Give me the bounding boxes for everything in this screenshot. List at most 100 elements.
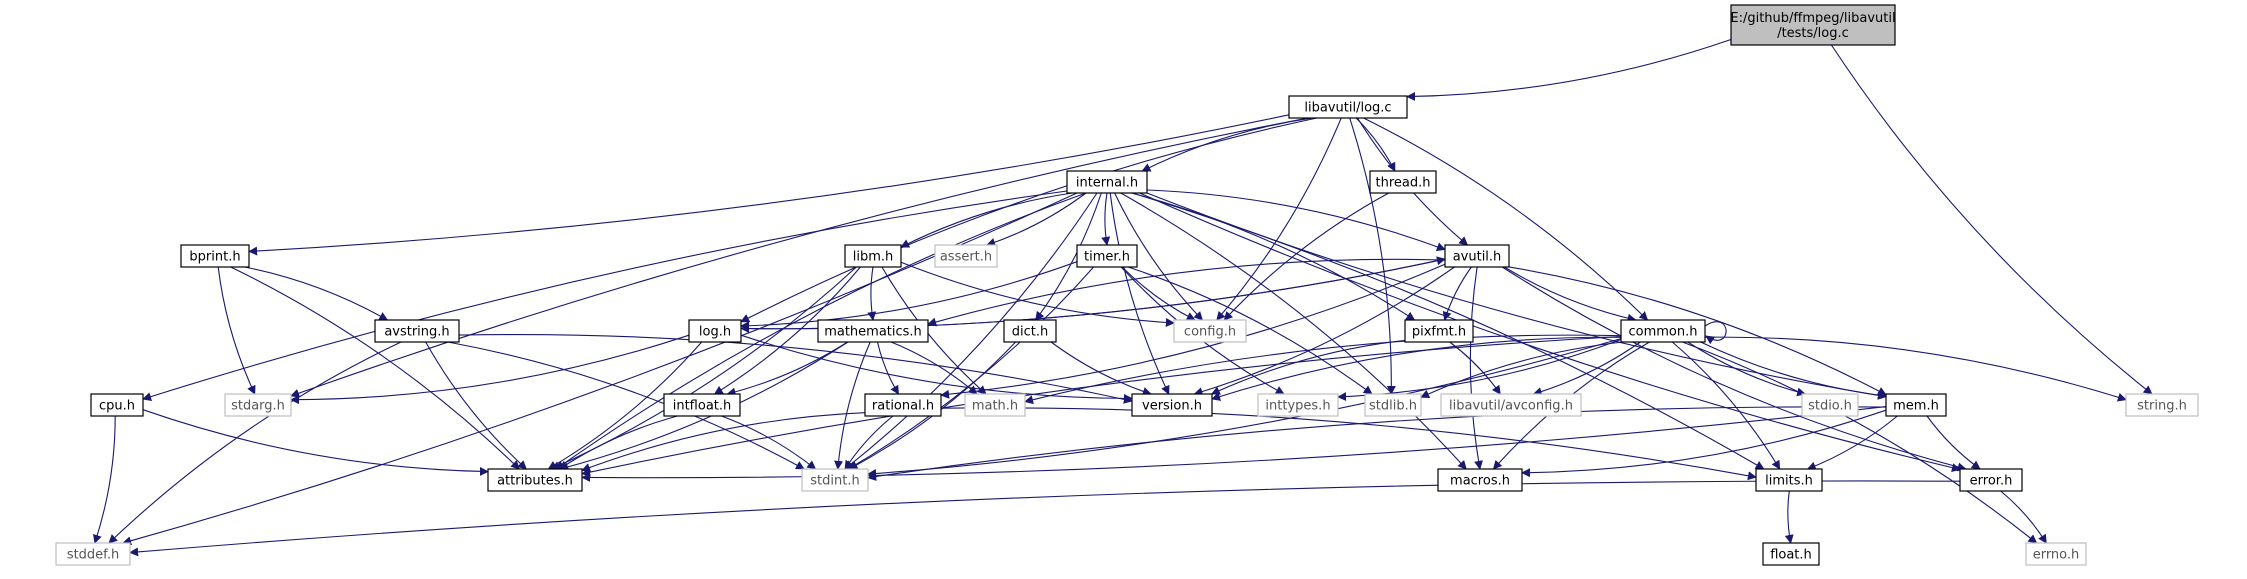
node-label: attributes.h	[497, 474, 573, 489]
node-macros[interactable]: macros.h	[1437, 468, 1523, 492]
edge-internal-to-libm	[900, 192, 1073, 248]
edge-logc-to-common	[1363, 117, 1649, 321]
node-box	[1369, 170, 1437, 194]
edge-mem-to-macros	[1521, 409, 1887, 478]
node-intfloat[interactable]: intfloat.h	[663, 393, 741, 417]
edge-common-to-common	[1704, 321, 1727, 345]
node-rational[interactable]: rational.h	[864, 393, 942, 417]
edge-cpu-to-stddef	[93, 415, 116, 544]
node-libm[interactable]: libm.h	[844, 244, 902, 268]
node-cpu[interactable]: cpu.h	[90, 393, 144, 417]
node-label: avstring.h	[384, 325, 449, 340]
edge-common-to-stdint	[867, 338, 1622, 478]
node-box	[2025, 542, 2087, 566]
edge-common-to-stdlib	[1420, 341, 1623, 399]
node-box	[1437, 468, 1523, 492]
node-root[interactable]: E:/github/ffmpeg/libavutil/tests/log.c	[1730, 4, 1896, 46]
node-dict[interactable]: dict.h	[1003, 319, 1057, 343]
edge-common-to-attributes	[581, 335, 1622, 477]
node-mathematics[interactable]: mathematics.h	[817, 319, 929, 343]
node-float[interactable]: float.h	[1762, 542, 1820, 566]
edge-avstring-to-attributes	[425, 341, 527, 470]
edge-avutil-to-macros	[1469, 266, 1483, 470]
node-common[interactable]: common.h	[1620, 319, 1706, 343]
node-error[interactable]: error.h	[1959, 468, 2023, 492]
node-box	[180, 244, 250, 268]
edge-error-to-stddef	[129, 480, 1961, 557]
node-logc[interactable]: libavutil/log.c	[1288, 95, 1408, 119]
edge-internal-to-cpu	[142, 190, 1068, 401]
edge-internal-to-attributes	[555, 192, 1087, 470]
node-avutil[interactable]: avutil.h	[1444, 244, 1510, 268]
node-timer[interactable]: timer.h	[1076, 244, 1138, 268]
edge-avutil-to-version	[1193, 266, 1455, 396]
edge-internal-to-limits	[1132, 192, 1765, 470]
edge-mathematics-to-rational	[876, 341, 899, 395]
node-stdarg: stdarg.h	[224, 393, 292, 417]
edge-libm-to-attributes	[550, 266, 857, 470]
edge-cpu-to-attributes	[142, 409, 489, 476]
edge-bprint-to-avstring	[244, 266, 389, 321]
edge-avutil-to-rational	[940, 263, 1446, 399]
edge-libm-to-math	[881, 266, 987, 395]
node-label: version.h	[1142, 399, 1202, 414]
edge-error-to-errno	[2000, 490, 2047, 544]
node-limits[interactable]: limits.h	[1755, 468, 1823, 492]
edge-common-to-errno	[1682, 341, 2038, 544]
node-box	[688, 319, 742, 343]
edge-log-to-attributes	[547, 341, 703, 470]
node-avstring[interactable]: avstring.h	[374, 319, 460, 343]
node-label: dict.h	[1012, 325, 1048, 340]
node-version[interactable]: version.h	[1131, 393, 1213, 417]
node-label: common.h	[1629, 325, 1698, 340]
node-pixfmt[interactable]: pixfmt.h	[1404, 319, 1474, 343]
node-box	[934, 244, 998, 268]
edge-internal-to-pixfmt	[1131, 192, 1416, 321]
edge-avutil-to-common	[1504, 266, 1637, 323]
node-internal[interactable]: internal.h	[1066, 170, 1148, 194]
node-box	[90, 393, 144, 417]
edge-avstring-to-version	[458, 333, 1133, 404]
node-label: string.h	[2137, 399, 2187, 414]
edge-pixfmt-to-avconfig	[1449, 341, 1501, 395]
edge-libm-to-config	[900, 261, 1175, 327]
node-log[interactable]: log.h	[688, 319, 742, 343]
node-label: stdlib.h	[1369, 399, 1417, 414]
edge-mem-to-limits	[1806, 415, 1898, 471]
edge-intfloat-to-attributes	[558, 415, 678, 470]
node-label: limits.h	[1765, 474, 1813, 489]
edge-common-to-math	[1024, 334, 1622, 405]
node-attributes[interactable]: attributes.h	[487, 468, 583, 492]
edge-mathematics-to-stdint	[834, 341, 871, 470]
node-label: mathematics.h	[824, 325, 922, 340]
edge-common-to-limits	[1671, 341, 1781, 470]
edge-mathematics-to-attributes	[559, 341, 849, 472]
edge-internal-to-version	[1109, 192, 1170, 395]
node-bprint[interactable]: bprint.h	[180, 244, 250, 268]
node-box	[801, 468, 869, 492]
edge-timer-to-stdlib	[1127, 266, 1373, 395]
node-label: libm.h	[853, 250, 894, 265]
node-box	[964, 393, 1026, 417]
node-avconfig: libavutil/avconfig.h	[1440, 393, 1582, 417]
node-label: stddef.h	[67, 548, 119, 563]
edge-avutil-to-pixfmt	[1442, 266, 1472, 321]
node-mem[interactable]: mem.h	[1885, 393, 1947, 417]
node-thread[interactable]: thread.h	[1369, 170, 1437, 194]
node-box	[487, 468, 583, 492]
edge-internal-to-dict	[1035, 192, 1102, 321]
node-box	[1257, 393, 1339, 417]
node-box	[224, 393, 292, 417]
edge-logc-to-bprint	[248, 114, 1290, 256]
edge-internal-to-timer	[1101, 192, 1111, 246]
node-stdio: stdio.h	[1801, 393, 1859, 417]
edge-internal-to-avutil	[1146, 189, 1446, 251]
edge-common-to-string	[1704, 336, 2127, 402]
edge-bprint-to-attributes	[230, 266, 520, 470]
edge-internal-to-assert	[986, 192, 1087, 247]
edge-internal-to-stdint	[844, 192, 1098, 470]
node-label: math.h	[972, 399, 1018, 414]
edge-avutil-to-mem	[1508, 266, 1887, 396]
node-box	[1620, 319, 1706, 343]
